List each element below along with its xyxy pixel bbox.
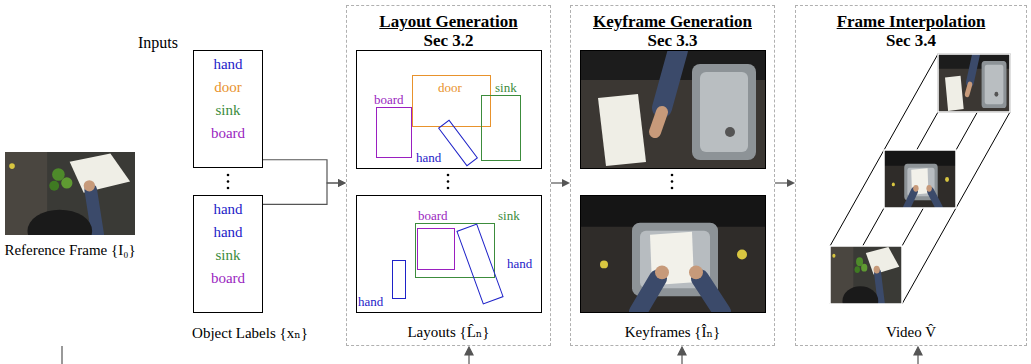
object-label: board bbox=[199, 122, 257, 145]
ellipsis-dots bbox=[227, 174, 674, 190]
label-list-box: handdoorsinkboard bbox=[193, 50, 263, 168]
object-label: hand bbox=[199, 198, 257, 221]
box-label: door bbox=[438, 81, 462, 94]
ellipsis-dots bbox=[447, 174, 450, 177]
ellipsis-dots bbox=[671, 180, 674, 183]
box-label: board bbox=[374, 93, 404, 106]
bounding-box: sink bbox=[481, 95, 521, 161]
section-number: Sec 3.3 bbox=[571, 31, 774, 50]
box-outline bbox=[456, 224, 503, 305]
box-label: sink bbox=[498, 209, 520, 222]
caption-label: Reference Frame {I₀} bbox=[0, 241, 140, 259]
bounding-box: hand bbox=[469, 225, 491, 303]
arrowhead bbox=[787, 179, 795, 187]
video-stack bbox=[830, 246, 902, 316]
layout-frame bbox=[357, 51, 542, 313]
feed-line bbox=[678, 347, 686, 355]
arrowhead bbox=[562, 179, 570, 187]
section-number: Sec 3.4 bbox=[796, 31, 1026, 50]
object-label: door bbox=[199, 76, 257, 99]
video-stack bbox=[938, 54, 1010, 112]
box-outline bbox=[392, 260, 406, 299]
connector-line bbox=[263, 183, 339, 204]
box-outline bbox=[376, 107, 412, 158]
section-number: Sec 3.2 bbox=[347, 31, 550, 50]
feed-line bbox=[61, 346, 62, 364]
bounding-box: board bbox=[417, 228, 455, 270]
box-label: hand bbox=[416, 151, 441, 164]
object-label: hand bbox=[199, 53, 257, 76]
feed-line bbox=[62, 346, 922, 364]
flow-arrow bbox=[775, 179, 795, 187]
keyframe-photo bbox=[580, 50, 765, 168]
panel-caption: Layouts {L̂ₙ} bbox=[347, 324, 550, 341]
ellipsis-dots bbox=[447, 187, 450, 190]
connector-line bbox=[551, 182, 563, 183]
bounding-box: board bbox=[376, 107, 412, 158]
panel-title: Frame Interpolation bbox=[796, 12, 1026, 31]
video-stack bbox=[884, 150, 956, 208]
video-stack bbox=[830, 246, 902, 304]
box-outline bbox=[481, 95, 521, 161]
bounding-box: hand bbox=[451, 119, 465, 167]
stage-panel: Frame InterpolationSec 3.4Video V̂ bbox=[795, 5, 1027, 346]
box-label: hand bbox=[358, 295, 383, 308]
ellipsis-dots bbox=[227, 174, 230, 177]
ellipsis-dots bbox=[671, 174, 674, 177]
box-label: board bbox=[418, 209, 448, 222]
box-outline bbox=[417, 228, 455, 270]
ellipsis-dots bbox=[671, 187, 674, 190]
panel-caption: Keyframes {Îₙ} bbox=[571, 324, 774, 341]
panel-caption: Video V̂ bbox=[796, 324, 1026, 341]
reference-photo bbox=[5, 152, 135, 252]
layout-frame bbox=[357, 51, 542, 169]
video-stack bbox=[830, 54, 1010, 316]
ellipsis-dots bbox=[227, 187, 230, 190]
flow-arrow bbox=[551, 179, 570, 187]
bounding-box: hand bbox=[392, 260, 406, 299]
object-label: board bbox=[199, 267, 257, 290]
object-label: hand bbox=[199, 221, 257, 244]
keyframe-photo bbox=[581, 51, 766, 169]
connector-line bbox=[263, 160, 339, 183]
keyframe-photo bbox=[580, 195, 765, 312]
box-label: hand bbox=[507, 257, 532, 270]
video-stack bbox=[938, 54, 1010, 112]
feed-line bbox=[465, 347, 473, 355]
caption-label: Inputs bbox=[138, 34, 178, 52]
arrowhead bbox=[338, 179, 346, 187]
bounding-box: door bbox=[412, 75, 491, 127]
stage-panel: Layout GenerationSec 3.2Layouts {L̂ₙ} boa… bbox=[346, 5, 551, 346]
flow-arrow bbox=[263, 179, 346, 204]
panel-title: Layout Generation bbox=[347, 12, 550, 31]
keyframe-photo bbox=[581, 196, 766, 313]
label-list-box: handhandsinkboard bbox=[193, 195, 263, 313]
keyframe-photo bbox=[580, 50, 766, 313]
ellipsis-dots bbox=[227, 180, 230, 183]
feed-line bbox=[914, 347, 922, 355]
layout-frame bbox=[357, 196, 542, 313]
reference-photo bbox=[5, 152, 135, 252]
box-label: sink bbox=[495, 81, 517, 94]
object-label: sink bbox=[199, 244, 257, 267]
stage-panel: Keyframe GenerationSec 3.3Keyframes {Îₙ} bbox=[570, 5, 775, 346]
arrowhead bbox=[338, 179, 346, 187]
object-label: sink bbox=[199, 99, 257, 122]
connector-line bbox=[775, 182, 788, 183]
ellipsis-dots bbox=[447, 180, 450, 183]
video-stack bbox=[938, 54, 1010, 112]
box-outline bbox=[415, 223, 495, 278]
panel-title: Keyframe Generation bbox=[571, 12, 774, 31]
video-stack bbox=[884, 150, 956, 208]
bounding-box: sink bbox=[415, 223, 495, 278]
caption-label: Object Labels {xₙ} bbox=[180, 324, 320, 342]
